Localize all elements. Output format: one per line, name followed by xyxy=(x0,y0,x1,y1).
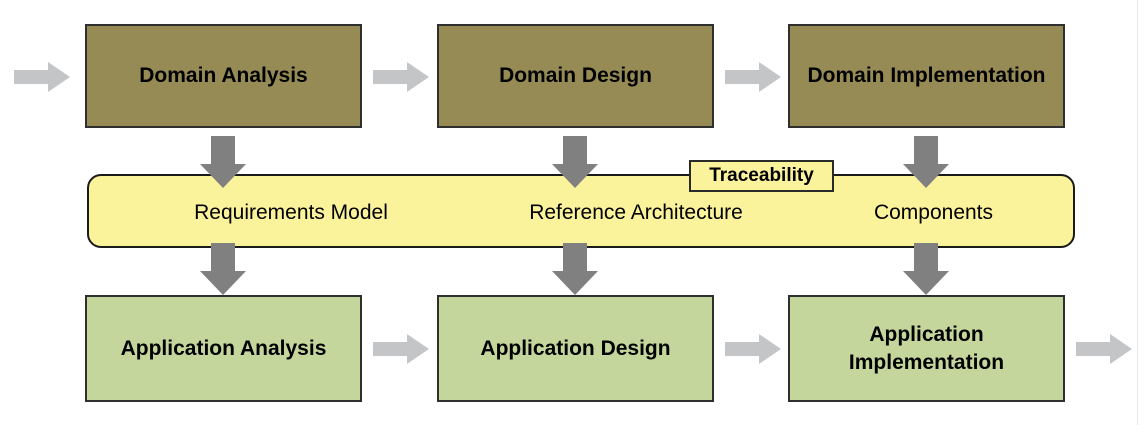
down-arrow-head-icon xyxy=(552,271,598,295)
asset-components-label: Components xyxy=(873,201,994,224)
asset-reference-architecture: Reference Architecture xyxy=(466,176,806,250)
derive-arrow-domain-analysis-to-requirements xyxy=(200,136,246,188)
asset-requirements-model-label: Requirements Model xyxy=(194,201,388,224)
right-arrow-icon xyxy=(373,342,411,356)
down-arrow-head-icon xyxy=(552,164,598,188)
box-application-design-label: Application Design xyxy=(480,336,671,360)
down-arrow-icon xyxy=(914,243,938,275)
box-domain-design-label: Domain Design xyxy=(499,64,652,88)
down-arrow-icon xyxy=(914,136,938,168)
flow-arrow-application-analysis-to-design xyxy=(373,334,429,364)
flow-arrow-entry-domain xyxy=(14,62,70,92)
box-application-implementation-label: Application Implementation xyxy=(848,322,1005,374)
box-domain-analysis-label: Domain Analysis xyxy=(139,64,308,88)
right-arrow-head-icon xyxy=(759,62,781,92)
box-application-analysis[interactable]: Application Analysis xyxy=(85,295,362,402)
flow-arrow-domain-analysis-to-design xyxy=(373,62,429,92)
right-arrow-head-icon xyxy=(759,334,781,364)
flow-arrow-exit-application xyxy=(1076,334,1132,364)
right-arrow-head-icon xyxy=(1110,334,1132,364)
flow-arrow-domain-design-to-implementation xyxy=(725,62,781,92)
flow-arrow-application-design-to-implementation xyxy=(725,334,781,364)
down-arrow-icon xyxy=(563,136,587,168)
asset-requirements-model: Requirements Model xyxy=(121,176,461,250)
page-edge-line xyxy=(1137,0,1138,425)
traceability-label-box[interactable]: Traceability xyxy=(689,160,834,192)
box-domain-design[interactable]: Domain Design xyxy=(437,24,714,128)
box-application-design[interactable]: Application Design xyxy=(437,295,714,402)
right-arrow-icon xyxy=(725,70,763,84)
traceability-label-text: Traceability xyxy=(709,165,814,186)
down-arrow-icon xyxy=(563,243,587,275)
box-domain-implementation-label: Domain Implementation xyxy=(807,64,1046,88)
right-arrow-head-icon xyxy=(48,62,70,92)
right-arrow-head-icon xyxy=(407,62,429,92)
down-arrow-icon xyxy=(211,243,235,275)
box-domain-implementation[interactable]: Domain Implementation xyxy=(788,24,1065,128)
box-application-implementation[interactable]: Application Implementation xyxy=(788,295,1065,402)
asset-components: Components xyxy=(811,176,1056,250)
right-arrow-icon xyxy=(373,70,411,84)
right-arrow-icon xyxy=(725,342,763,356)
derive-arrow-components-to-application-implementation xyxy=(903,243,949,295)
down-arrow-head-icon xyxy=(200,164,246,188)
down-arrow-icon xyxy=(211,136,235,168)
asset-reference-architecture-label: Reference Architecture xyxy=(529,201,743,224)
down-arrow-head-icon xyxy=(903,271,949,295)
down-arrow-head-icon xyxy=(903,164,949,188)
derive-arrow-domain-design-to-architecture xyxy=(552,136,598,188)
right-arrow-head-icon xyxy=(407,334,429,364)
box-domain-analysis[interactable]: Domain Analysis xyxy=(85,24,362,128)
derive-arrow-requirements-to-application-analysis xyxy=(200,243,246,295)
derive-arrow-architecture-to-application-design xyxy=(552,243,598,295)
right-arrow-icon xyxy=(14,70,52,84)
derive-arrow-domain-implementation-to-components xyxy=(903,136,949,188)
box-application-analysis-label: Application Analysis xyxy=(120,336,327,360)
down-arrow-head-icon xyxy=(200,271,246,295)
right-arrow-icon xyxy=(1076,342,1114,356)
